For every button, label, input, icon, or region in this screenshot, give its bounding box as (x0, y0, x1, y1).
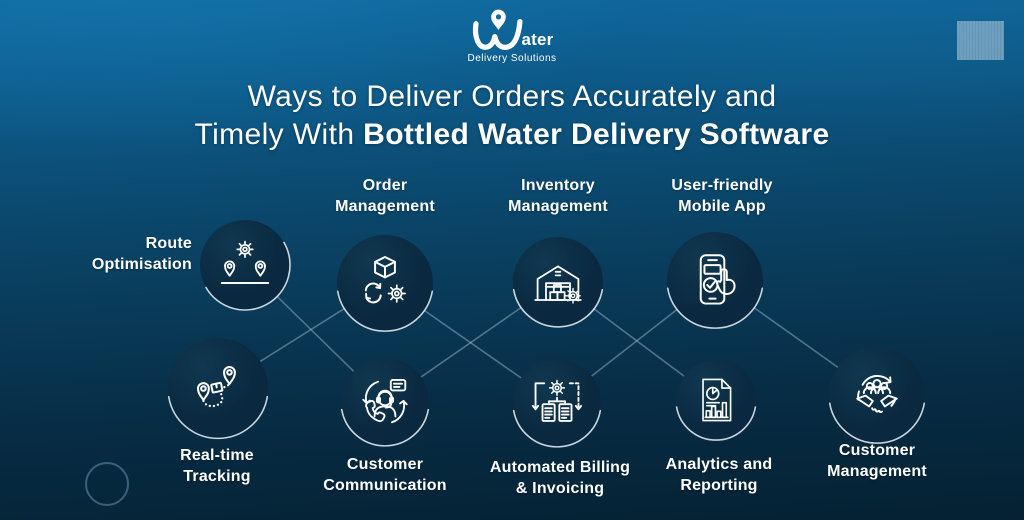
brand-logo: ater Delivery Solutions (467, 8, 556, 64)
title-line2-regular: Timely With (194, 118, 364, 151)
order-management-icon (364, 255, 406, 304)
feature-label-real-time-tracking: Real-time Tracking (180, 447, 254, 485)
feature-label-order-management: Order Management (335, 177, 435, 215)
title-line2-bold: Bottled Water Delivery Software (363, 118, 830, 151)
decorative-circle-outline (85, 462, 129, 506)
automated-billing-icon (532, 379, 582, 422)
feature-label-mobile-app: User-friendly Mobile App (671, 177, 773, 215)
water-logo-icon (472, 9, 523, 50)
feature-circles (168, 220, 925, 447)
page-title: Ways to Deliver Orders Accurately and Ti… (0, 78, 1024, 154)
feature-label-inventory-management: Inventory Management (508, 177, 608, 215)
feature-label-customer-communication: Customer Communication (323, 456, 447, 494)
mobile-app-icon (699, 254, 736, 305)
feature-label-customer-management: Customer Management (827, 442, 927, 480)
feature-label-analytics-reporting: Analytics and Reporting (665, 456, 773, 494)
customer-communication-icon (362, 379, 408, 424)
decorative-dots-grid (957, 21, 1004, 60)
analytics-reporting-icon (702, 378, 732, 422)
circle-rim-highlights (167, 241, 926, 448)
inventory-management-icon (534, 265, 582, 304)
title-line1: Ways to Deliver Orders Accurately and (247, 80, 777, 113)
real-time-tracking-icon (196, 365, 236, 408)
feature-label-automated-billing: Automated Billing & Invoicing (489, 459, 631, 497)
feature-label-route-optimisation: Route Optimisation (91, 235, 192, 273)
route-optimisation-icon (220, 240, 270, 284)
customer-management-icon (856, 375, 898, 414)
logo-wordmark: ater (521, 30, 554, 49)
logo-tagline: Delivery Solutions (467, 53, 557, 64)
